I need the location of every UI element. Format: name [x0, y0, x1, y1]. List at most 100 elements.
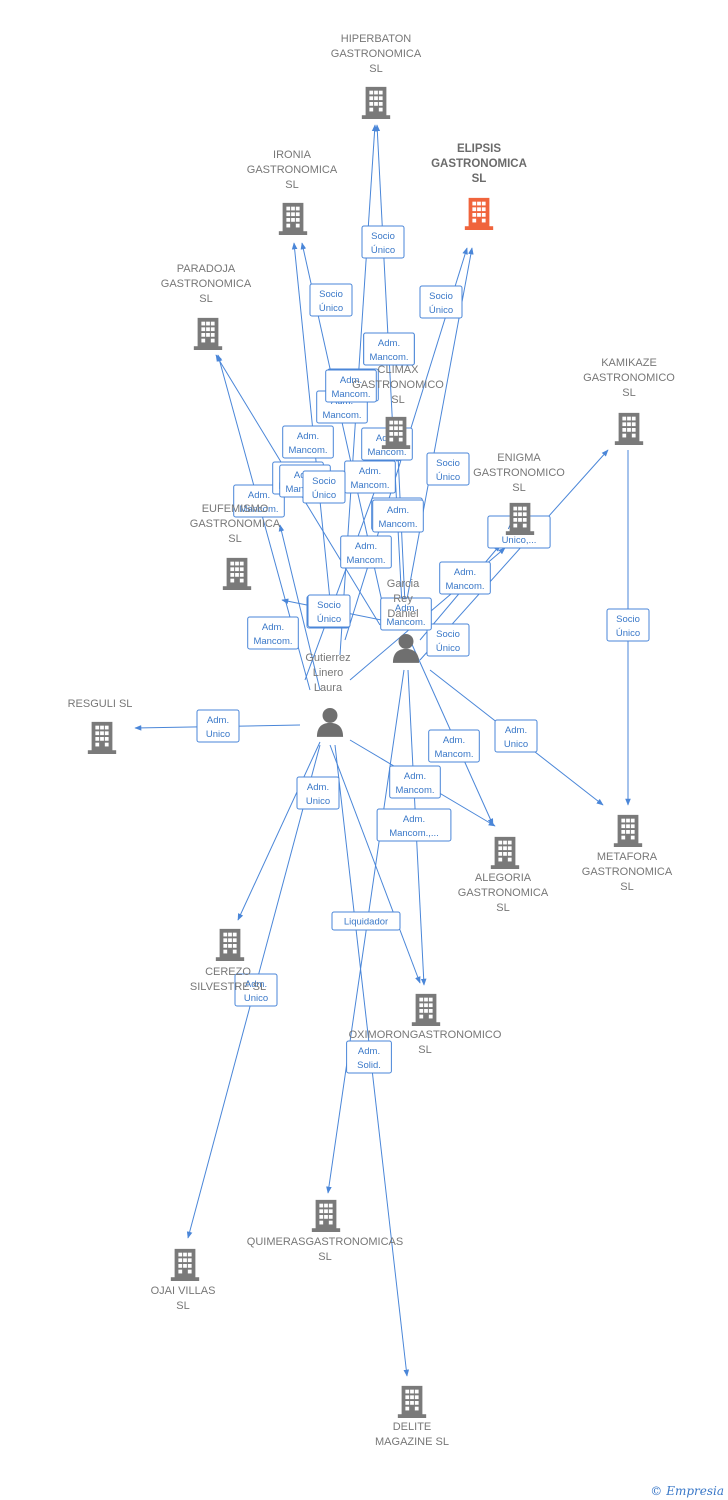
- edge-label-text: Único: [436, 472, 460, 483]
- edge-label-text: Liquidador: [344, 917, 388, 928]
- edge-label-text: Adm.: [207, 715, 229, 726]
- building-icon: [215, 928, 245, 961]
- node-label: PARADOJA: [177, 263, 236, 275]
- building-icon: [381, 416, 411, 449]
- node-label: IRONIA: [273, 149, 312, 161]
- copyright-notice[interactable]: ©Empresia: [650, 1484, 724, 1498]
- edge-label-box: [376, 808, 452, 842]
- edge-label-garcia-oximoron[interactable]: Adm.Mancom.: [389, 765, 441, 799]
- edge-label-text: Único: [371, 245, 395, 256]
- edge-label-garcia-quimeras[interactable]: Liquidador: [331, 911, 401, 931]
- node-label: SILVESTRE SL: [190, 981, 266, 993]
- edge-label-box: [302, 470, 346, 504]
- node-label: CEREZO: [205, 966, 251, 978]
- node-label: SL: [622, 387, 635, 399]
- building-icon: [613, 814, 643, 847]
- edge-label-text: Único: [312, 490, 336, 501]
- edge-label-box: [309, 283, 353, 317]
- edge-label-text: Mancom.,...: [389, 828, 439, 839]
- edge-label-text: Adm.: [262, 622, 284, 633]
- edge-label-text: Mancom.: [445, 581, 484, 592]
- edge-label-extra[interactable]: Adm.Mancom.: [325, 369, 377, 403]
- building-icon: [464, 197, 494, 230]
- node-resguli[interactable]: RESGULI SL: [68, 698, 133, 754]
- building-icon: [170, 1248, 200, 1281]
- node-label: Gutierrez: [305, 652, 350, 664]
- node-label: GASTRONOMICA: [431, 158, 527, 170]
- edge-label-extra[interactable]: Adm.Mancom.: [363, 332, 415, 366]
- node-label: OJAI VILLAS: [151, 1285, 216, 1297]
- node-label: ENIGMA: [497, 452, 541, 464]
- node-label: KAMIKAZE: [601, 357, 657, 369]
- brand-logo: Empresia: [666, 1484, 724, 1498]
- edge-label-box: [426, 452, 470, 486]
- edge-label-text: Mancom.: [253, 636, 292, 647]
- node-label: SL: [318, 1251, 331, 1263]
- edge-label-gutierrez-alegoria[interactable]: Adm.Mancom.: [428, 729, 480, 763]
- node-label: Linero: [313, 667, 344, 679]
- edge-label-gutierrez-paradoja[interactable]: Adm.Mancom.: [233, 484, 285, 518]
- edge-label-garcia-paradoja[interactable]: Adm.Mancom.: [282, 425, 334, 459]
- person-icon: [316, 708, 344, 737]
- building-icon: [311, 1199, 341, 1232]
- edge-label-extra[interactable]: Adm.Mancom.: [344, 460, 396, 494]
- node-label: SL: [620, 881, 633, 893]
- building-icon: [490, 836, 520, 869]
- edge-gutierrez-cerezo: [237, 741, 321, 921]
- edge-label-gutierrez-ojai[interactable]: Adm.Unico: [234, 973, 278, 1007]
- edge-label-gutierrez-oximoron[interactable]: Adm.Mancom.,...: [376, 808, 452, 842]
- edge-garcia-quimeras: [326, 669, 405, 1194]
- edge-label-gutierrez-resguli[interactable]: Adm.Unico: [196, 709, 240, 743]
- edge-label-extra[interactable]: Adm.Mancom.: [380, 597, 432, 631]
- edge-label-text: Mancom.: [434, 749, 473, 760]
- edge-label-box: [346, 1040, 392, 1074]
- edge-label-text: Adm.: [387, 505, 409, 516]
- edge-label-text: Adm.: [358, 1046, 380, 1057]
- node-label: GASTRONOMICA: [331, 48, 422, 60]
- node-label: GASTRONOMICO: [583, 372, 675, 384]
- edge-label-garcia-enigma[interactable]: Adm.Mancom.: [439, 561, 491, 595]
- edge-label-box: [296, 776, 340, 810]
- edge-label-extra[interactable]: Adm.Mancom.: [340, 535, 392, 569]
- edge-label-text: Mancom.: [367, 447, 406, 458]
- edge-label-extra[interactable]: Adm. Mancom.: [247, 616, 299, 650]
- node-label: SL: [285, 179, 298, 191]
- edge-label-box: [428, 729, 480, 763]
- node-label: Daniel: [387, 608, 418, 620]
- edge-label-extra[interactable]: Adm.Mancom.: [372, 499, 424, 533]
- node-label: GASTRONOMICA: [582, 866, 673, 878]
- edge-label-garcia-metafora[interactable]: Adm.Unico: [494, 719, 538, 753]
- building-icon: [193, 317, 223, 350]
- edge-label-gutierrez-cerezo[interactable]: Adm.Unico: [296, 776, 340, 810]
- node-cerezo[interactable]: CEREZO SILVESTRE SL: [190, 928, 266, 993]
- node-label: ELIPSIS: [457, 143, 501, 155]
- node-kamikaze[interactable]: KAMIKAZE GASTRONOMICO SL: [583, 357, 675, 445]
- node-ironia[interactable]: IRONIA GASTRONOMICA SL: [247, 149, 338, 235]
- edge-label-box: [325, 369, 377, 403]
- node-label: GASTRONOMICA: [247, 164, 338, 176]
- edge-label-gutierrez-delite[interactable]: Adm.Solid.: [346, 1040, 392, 1074]
